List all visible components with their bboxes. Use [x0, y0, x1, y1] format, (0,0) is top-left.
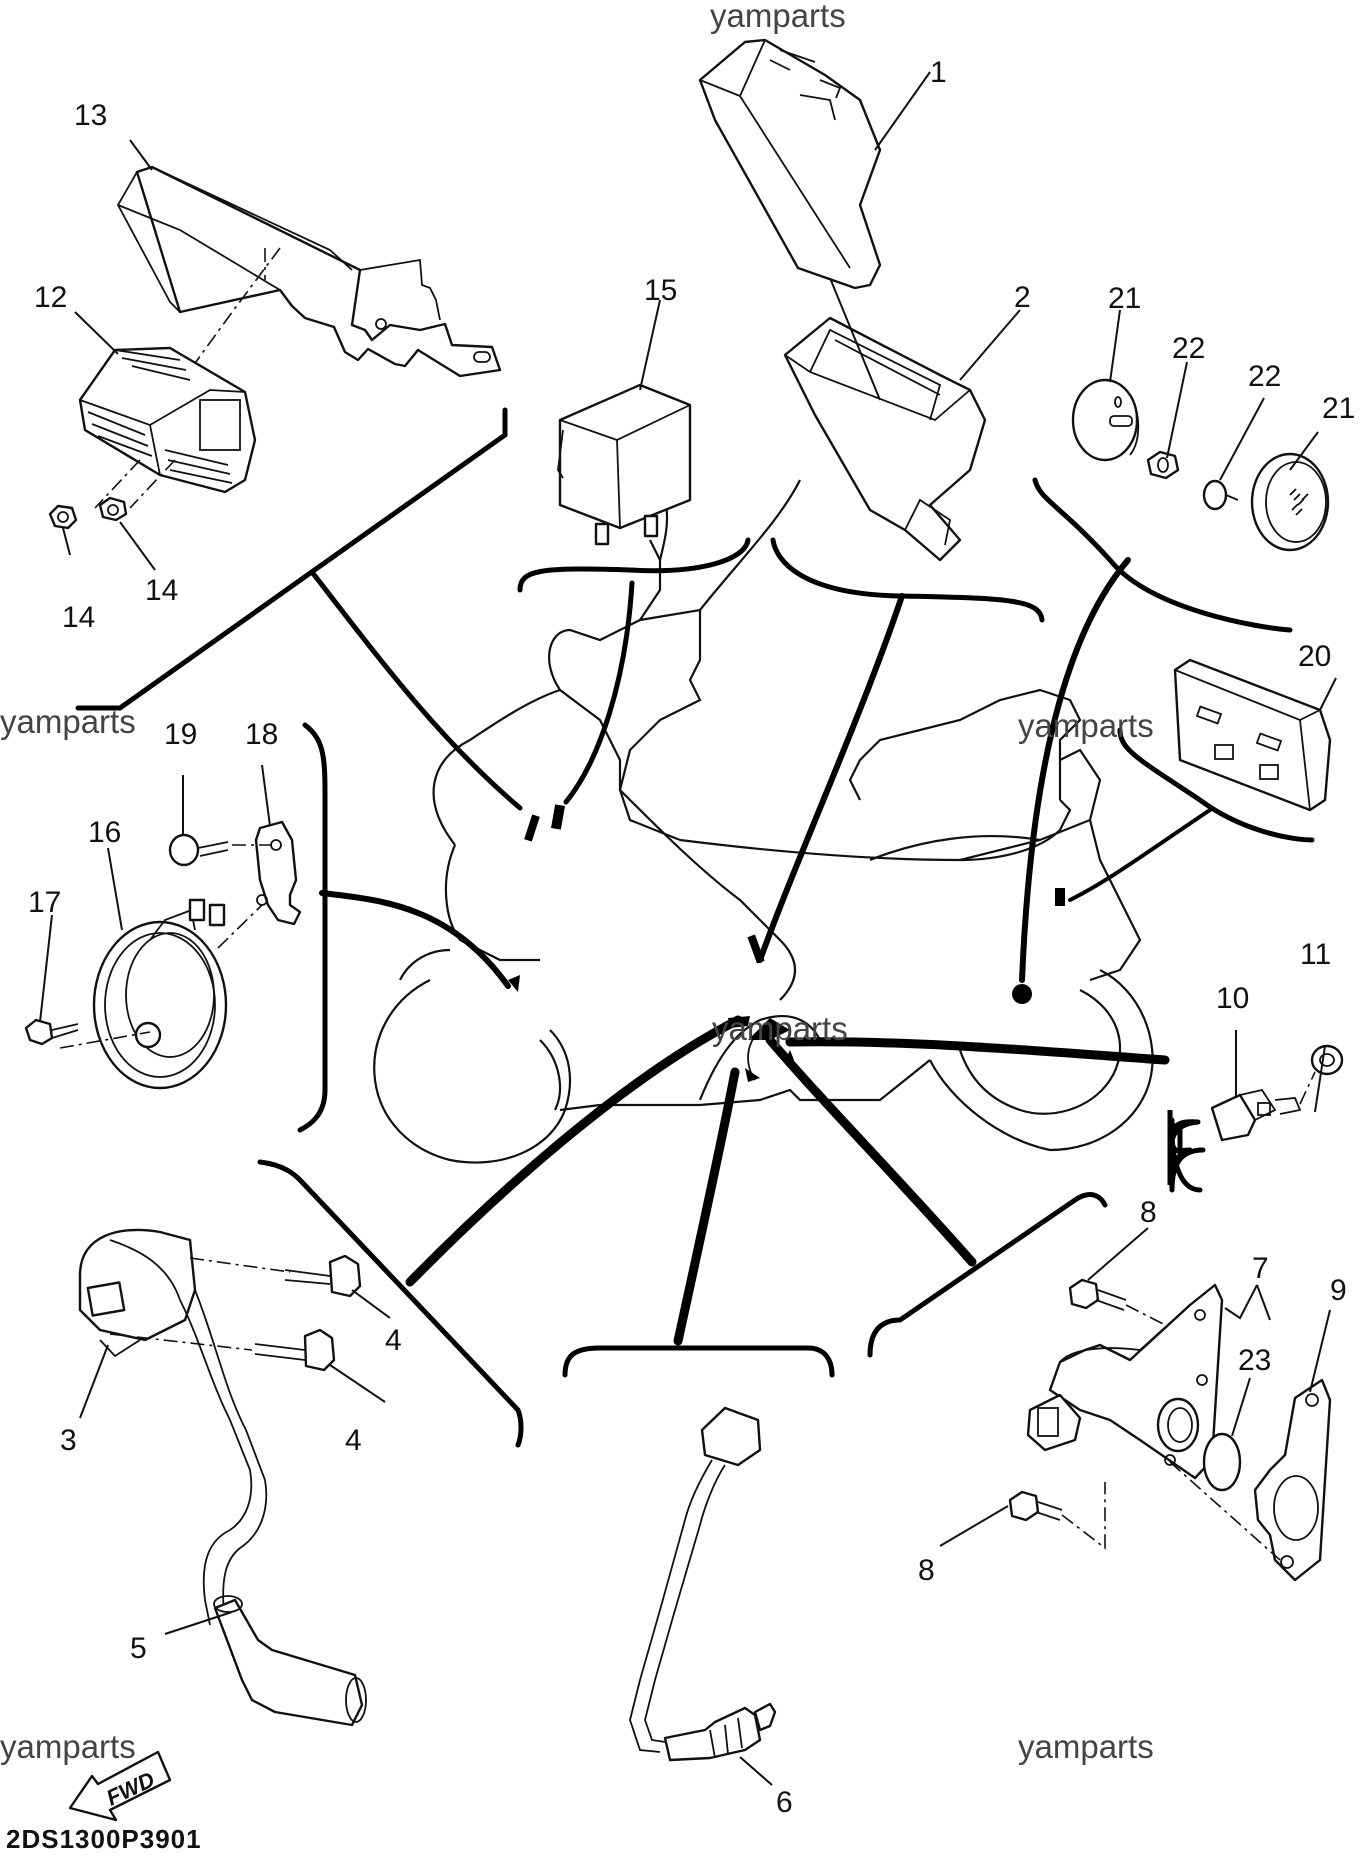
leader-lines: [39, 71, 1337, 1786]
part-2-ecu-holder: [783, 316, 987, 562]
callout-20: 20: [1298, 640, 1331, 673]
motorcycle-silhouette: [373, 437, 1154, 1164]
part-17-bolt: [24, 1018, 79, 1046]
callout-8-upper: 8: [1140, 1196, 1157, 1229]
callout-21-right: 21: [1322, 392, 1355, 425]
callout-10: 10: [1216, 982, 1249, 1015]
callout-16: 16: [88, 816, 121, 849]
callout-11: 11: [1300, 938, 1331, 971]
part-16-horn: [59, 898, 228, 1090]
callout-19: 19: [164, 718, 197, 751]
part-4-bolt-upper: [284, 1254, 362, 1298]
part-12-rectifier: [48, 346, 257, 530]
callout-4-lower: 4: [345, 1424, 362, 1457]
callout-4-upper: 4: [385, 1324, 402, 1357]
callout-labels: 1 2 15 13 12 14 14 21 22 22 21 20 19 18 …: [28, 56, 1355, 1819]
callout-14-right: 14: [145, 574, 178, 607]
part-8-bolt-lower: [1008, 1461, 1281, 1561]
part-11-washer: [1299, 1044, 1344, 1105]
callout-15: 15: [644, 274, 677, 307]
callout-8-lower: 8: [918, 1554, 935, 1587]
callout-21-left: 21: [1108, 282, 1141, 315]
watermark-right: yamparts: [1018, 707, 1154, 744]
harness-lines: [309, 557, 1212, 1346]
part-20-panel: [1173, 658, 1332, 812]
part-7-valve: [1026, 1283, 1224, 1480]
part-19-bolt: [168, 833, 229, 867]
callout-5: 5: [130, 1632, 147, 1665]
part-13-bracket-cover: [116, 165, 502, 378]
callout-22-lower: 22: [1248, 360, 1281, 393]
callout-17: 17: [28, 886, 61, 919]
diagram-code: 2DS1300P3901: [6, 1824, 202, 1854]
part-18-horn-bracket: [217, 820, 302, 949]
watermark-left: yamparts: [0, 703, 136, 740]
callout-7: 7: [1252, 1252, 1269, 1285]
watermark-top: yamparts: [710, 0, 846, 34]
watermark-center: yamparts: [712, 1010, 848, 1047]
callout-9: 9: [1330, 1274, 1347, 1307]
callout-13: 13: [74, 99, 107, 132]
callout-22-upper: 22: [1172, 332, 1205, 365]
part-23-o-ring: [1202, 1432, 1242, 1492]
part-9-gasket: [1253, 1378, 1332, 1582]
callout-14-left: 14: [62, 601, 95, 634]
part-8-bolt-upper: [1068, 1278, 1176, 1331]
callout-1: 1: [930, 56, 947, 89]
callout-2: 2: [1014, 281, 1031, 314]
part-5-plug-cap: [213, 1595, 367, 1727]
callout-23: 23: [1238, 1344, 1271, 1377]
part-22-washer: [1202, 479, 1239, 511]
callout-12: 12: [34, 281, 67, 314]
group-brackets: [75, 407, 1315, 1448]
part-21-grommet: [1071, 378, 1140, 462]
watermark-bottom-left: yamparts: [0, 1728, 136, 1765]
callout-3: 3: [60, 1424, 77, 1457]
watermarks: yamparts yamparts yamparts yamparts yamp…: [0, 0, 1154, 1765]
part-10-sensor: [1210, 1088, 1302, 1142]
part-1-ecu: [698, 38, 882, 290]
callout-18: 18: [245, 718, 278, 751]
callout-6: 6: [776, 1786, 793, 1819]
watermark-bottom-right: yamparts: [1018, 1728, 1154, 1765]
part-15-relay: [557, 383, 692, 546]
part-22-nut: [1146, 450, 1180, 480]
part-6-sensor: [629, 1406, 777, 1762]
part-3-solenoid: [78, 1228, 291, 1626]
part-4-bolt-lower: [254, 1328, 336, 1372]
